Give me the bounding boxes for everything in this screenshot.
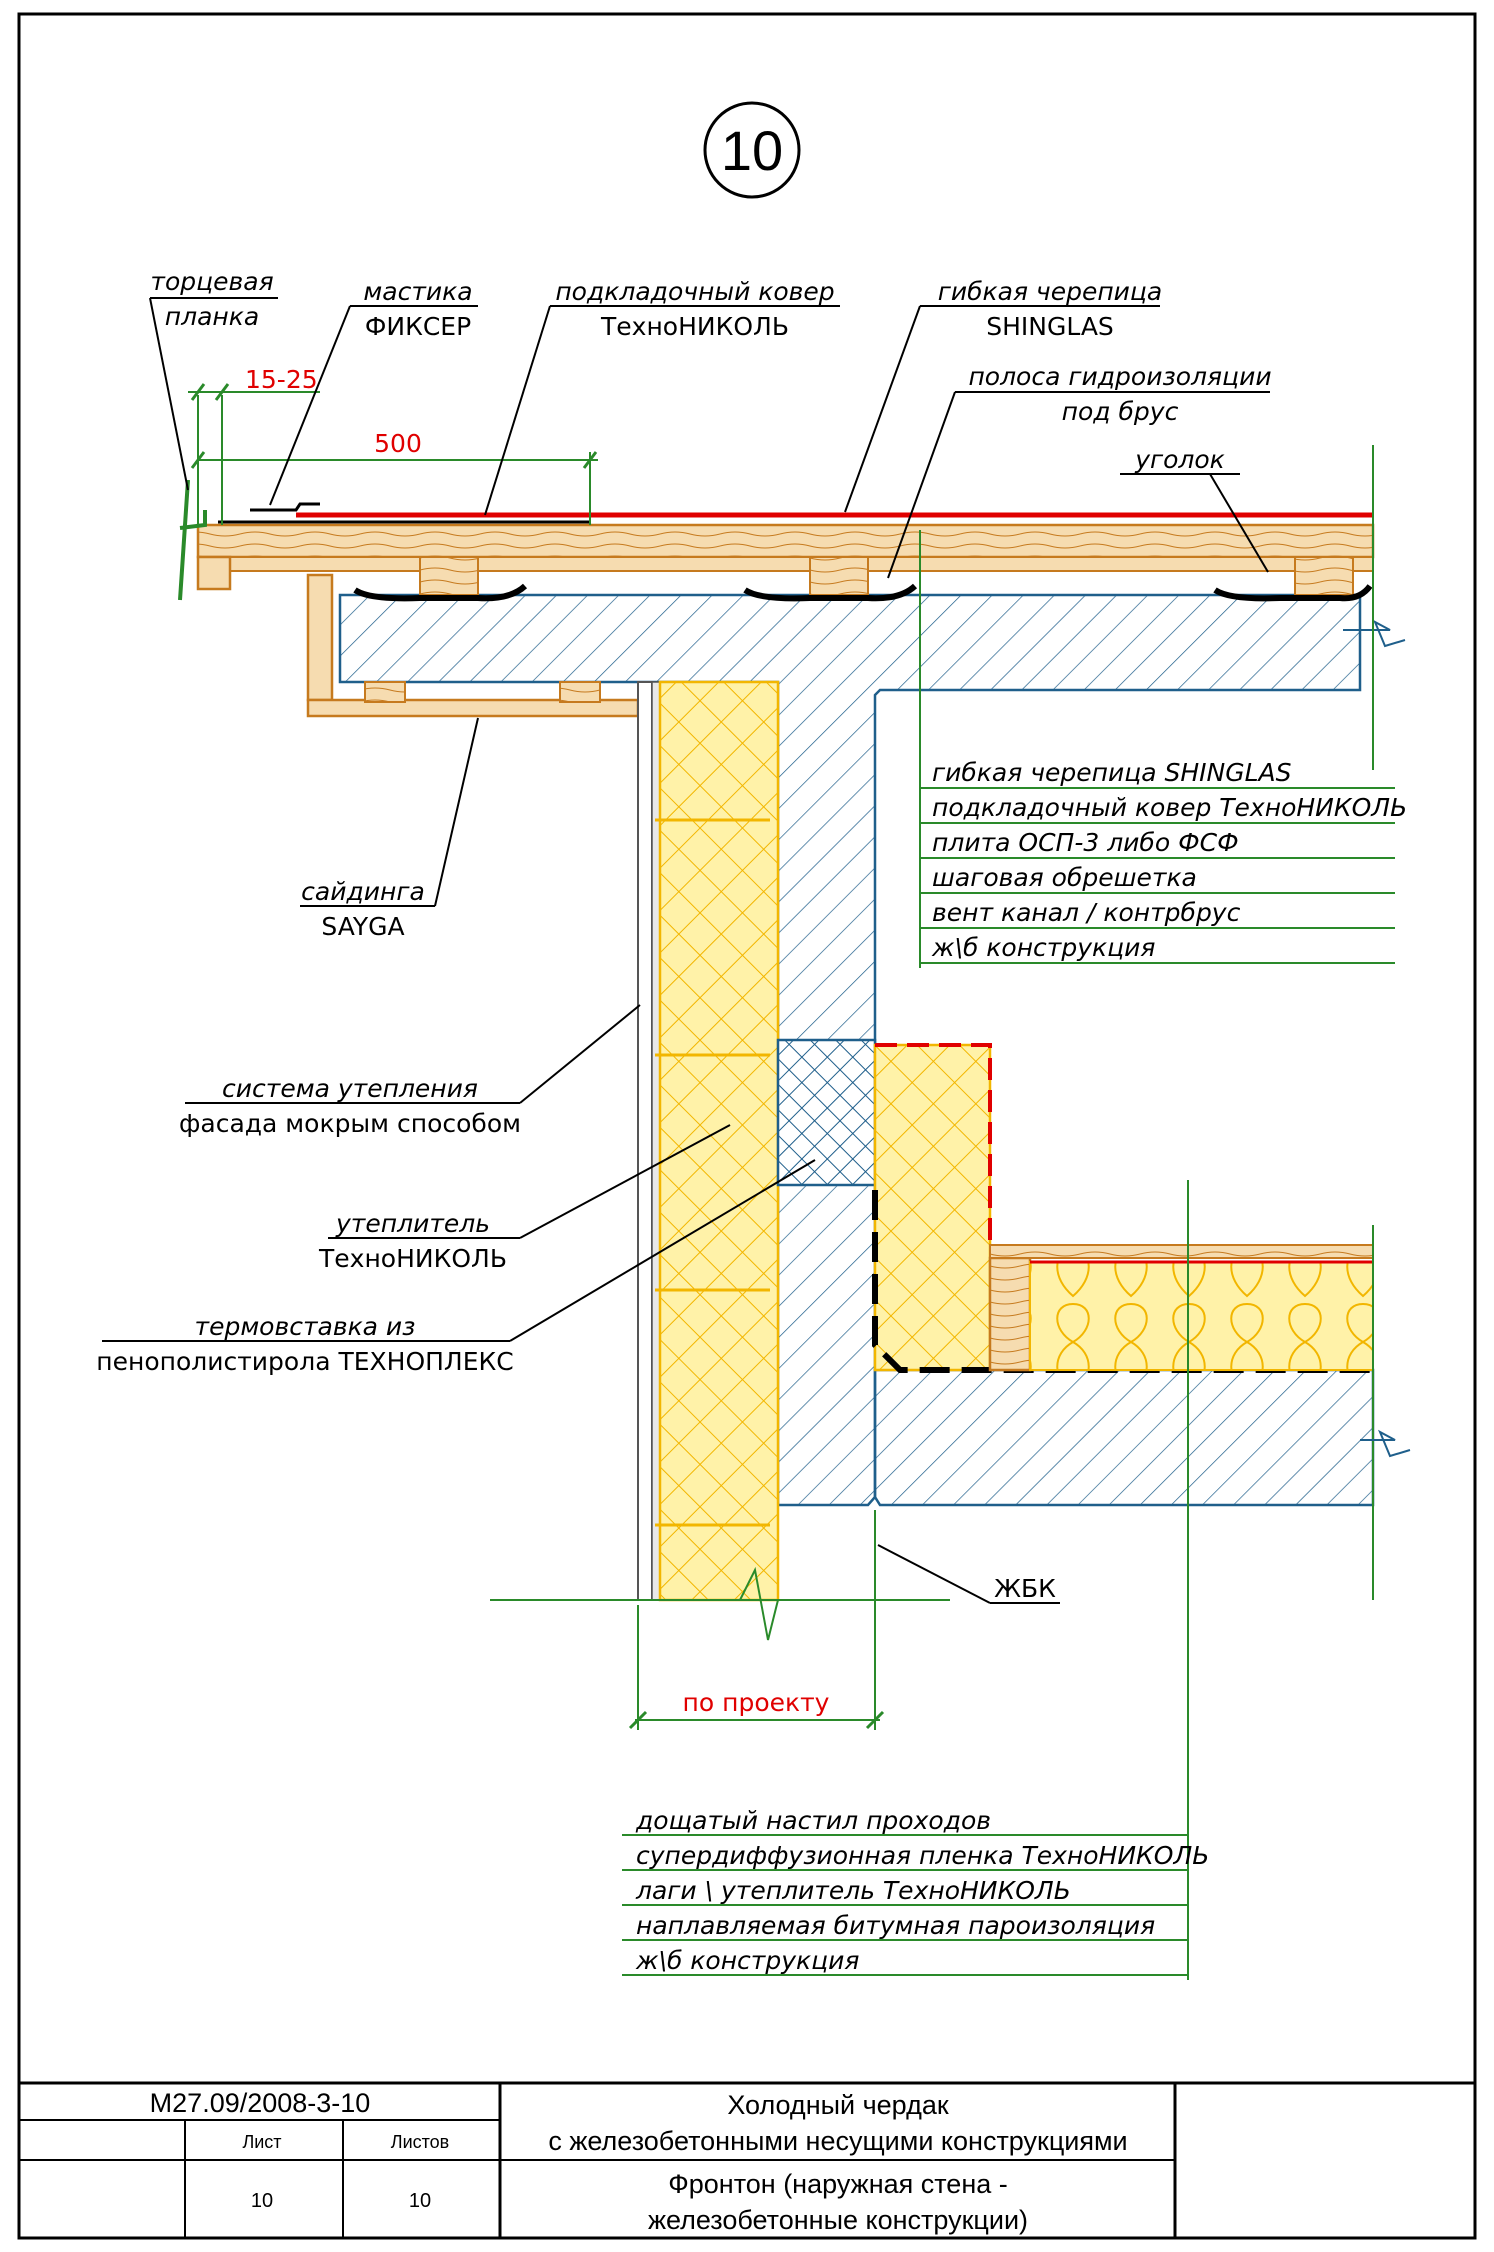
roof-layer-2: подкладочный ковер ТехноНИКОЛЬ bbox=[932, 793, 1407, 822]
floor-layers-list: дощатый настил проходов супердиффузионна… bbox=[622, 1180, 1209, 1980]
sheets-label: Листов bbox=[391, 2132, 449, 2152]
counter-batten-2 bbox=[743, 556, 918, 602]
title-block: М27.09/2008-3-10 Лист Листов 10 10 Холод… bbox=[19, 2081, 1475, 2238]
floor-boards bbox=[989, 1244, 1374, 1259]
callout-waterproof-strip-2: под брус bbox=[1062, 397, 1179, 426]
floor-layer-3: лаги \ утеплитель ТехноНИКОЛЬ bbox=[635, 1876, 1071, 1905]
drawing-code: М27.09/2008-3-10 bbox=[150, 2088, 371, 2118]
osb-deck-lower bbox=[197, 556, 1374, 572]
perimeter-membrane-red bbox=[875, 1043, 992, 1250]
floor-joist bbox=[988, 1256, 1032, 1372]
roof-layer-3: плита ОСП-3 либо ФСФ bbox=[932, 828, 1239, 857]
dimensions: 15-25 500 по проекту bbox=[188, 365, 885, 1730]
soffit-batten-1 bbox=[364, 681, 406, 703]
insulation-anchors bbox=[655, 818, 770, 1527]
soffit-batten-2 bbox=[559, 681, 601, 703]
subtitle-line-2: железобетонные конструкции) bbox=[648, 2205, 1028, 2235]
title-line-2: с железобетонными несущими конструкциями bbox=[548, 2126, 1127, 2156]
break-symbol-floor bbox=[1360, 1429, 1411, 1458]
facade-render bbox=[637, 681, 653, 1601]
end-plate bbox=[178, 479, 207, 601]
roof-layers-list: гибкая черепица SHINGLAS подкладочный ко… bbox=[919, 530, 1407, 968]
callout-underlay-1: подкладочный ковер bbox=[555, 277, 834, 306]
callouts: торцевая планка мастика ФИКСЕР подкладоч… bbox=[96, 267, 1272, 1604]
dim-overhang: 15-25 bbox=[245, 365, 318, 394]
sheet-number: 10 bbox=[251, 2190, 273, 2212]
subtitle-line-1: Фронтон (наружная стена - bbox=[668, 2169, 1008, 2199]
callout-insulation-1: утеплитель bbox=[335, 1209, 490, 1238]
callout-shingles-1: гибкая черепица bbox=[938, 277, 1163, 306]
osb-deck bbox=[196, 523, 1375, 559]
roof-layer-4: шаговая обрешетка bbox=[932, 863, 1197, 892]
callout-facade-system-1: система утепления bbox=[222, 1074, 478, 1103]
wall-insulation bbox=[658, 680, 780, 1602]
floor-layer-1: дощатый настил проходов bbox=[635, 1806, 991, 1835]
callout-underlay-2: ТехноНИКОЛЬ bbox=[600, 312, 789, 341]
sheets-count: 10 bbox=[409, 2190, 431, 2212]
break-symbol-wall bbox=[739, 1566, 779, 1641]
sheet-frame bbox=[17, 12, 1477, 2240]
callout-thermal-insert-1: термовставка из bbox=[195, 1312, 416, 1341]
dim-wall: по проекту bbox=[683, 1688, 830, 1717]
roof-layer-5: вент канал / контрбрус bbox=[932, 898, 1241, 927]
break-symbol-roof bbox=[1343, 619, 1406, 648]
floor-layer-5: ж\б конструкция bbox=[635, 1946, 859, 1975]
floor-mineral-wool bbox=[1029, 1261, 1374, 1371]
wall-structure bbox=[490, 680, 1411, 1641]
callout-shingles-2: SHINGLAS bbox=[986, 312, 1114, 341]
callout-angle: уголок bbox=[1134, 445, 1225, 474]
sheet-label: Лист bbox=[242, 2132, 281, 2152]
callout-end-plate-1: торцевая bbox=[150, 267, 273, 296]
floor-layer-2: супердиффузионная пленка ТехноНИКОЛЬ bbox=[636, 1841, 1209, 1870]
counter-batten-1 bbox=[353, 556, 528, 602]
soffit-vertical bbox=[306, 573, 334, 702]
detail-number-marker: 10 bbox=[703, 101, 801, 199]
callout-mastic-2: ФИКСЕР bbox=[365, 312, 471, 341]
roof-layer-1: гибкая черепица SHINGLAS bbox=[932, 758, 1292, 787]
detail-number: 10 bbox=[721, 119, 783, 182]
floor-slab bbox=[873, 1368, 1375, 1507]
perimeter-insulation bbox=[873, 1043, 992, 1372]
callout-siding-2: SAYGA bbox=[321, 912, 404, 941]
thermal-insert bbox=[776, 1038, 877, 1187]
callout-mastic-1: мастика bbox=[363, 277, 472, 306]
roof-layer-6: ж\б конструкция bbox=[931, 933, 1155, 962]
callout-facade-system-2: фасада мокрым способом bbox=[179, 1109, 521, 1138]
callout-siding-1: сайдинга bbox=[301, 877, 425, 906]
mastic-bead bbox=[250, 502, 320, 512]
callout-rc-beam: ЖБК bbox=[994, 1574, 1056, 1603]
fascia-board bbox=[196, 555, 232, 591]
callout-insulation-2: ТехноНИКОЛЬ bbox=[318, 1244, 507, 1273]
counter-batten-3 bbox=[1213, 556, 1373, 602]
title-line-1: Холодный чердак bbox=[727, 2090, 949, 2120]
callout-thermal-insert-2: пенополистирола ТЕХНОПЛЕКС bbox=[96, 1347, 513, 1376]
callout-end-plate-2: планка bbox=[165, 302, 259, 331]
floor-layer-4: наплавляемая битумная пароизоляция bbox=[636, 1911, 1155, 1940]
dim-overlap: 500 bbox=[374, 429, 422, 458]
callout-waterproof-strip-1: полоса гидроизоляции bbox=[968, 362, 1271, 391]
